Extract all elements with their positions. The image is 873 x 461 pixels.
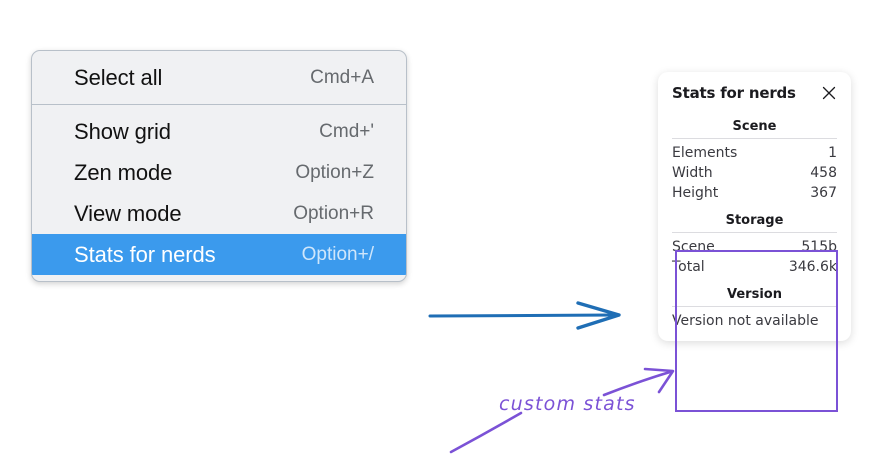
menu-item-select-all[interactable]: Select all Cmd+A: [32, 57, 406, 98]
section-heading: Version: [727, 287, 782, 302]
menu-item-show-grid[interactable]: Show grid Cmd+': [32, 111, 406, 152]
stat-row: Elements 1: [672, 143, 837, 163]
menu-item-shortcut: Option+/: [301, 243, 374, 265]
stat-row: Scene 515b: [672, 237, 837, 257]
stat-label: Scene: [672, 239, 715, 255]
stat-value: 367: [810, 185, 837, 201]
stat-label: Width: [672, 165, 713, 181]
purple-tail-stroke: [449, 411, 523, 454]
stat-label: Total: [672, 259, 705, 275]
stat-value: 458: [810, 165, 837, 181]
stats-for-nerds-panel: Stats for nerds Scene Elements 1 Width 4…: [658, 72, 851, 341]
stat-value: 346.6k: [788, 259, 837, 275]
stat-row: Width 458: [672, 163, 837, 183]
stats-panel-header: Stats for nerds: [672, 84, 837, 102]
stat-row: Height 367: [672, 183, 837, 203]
section-spacer: [672, 203, 837, 212]
stat-value: 515b: [801, 239, 837, 255]
menu-item-label: Show grid: [74, 118, 171, 144]
menu-item-zen-mode[interactable]: Zen mode Option+Z: [32, 152, 406, 193]
stats-section-scene: Scene Elements 1 Width 458 Height 367: [672, 118, 837, 203]
stat-row: Total 346.6k: [672, 257, 837, 277]
stat-label: Height: [672, 185, 719, 201]
menu-group-1: Select all Cmd+A: [32, 51, 406, 104]
menu-item-label: View mode: [74, 200, 182, 226]
purple-arrow-icon: [602, 367, 675, 397]
menu-item-shortcut: Option+Z: [295, 161, 374, 183]
menu-group-2: Show grid Cmd+' Zen mode Option+Z View m…: [32, 104, 406, 281]
stat-label: Elements: [672, 145, 738, 161]
menu-item-shortcut: Cmd+': [319, 120, 374, 142]
section-divider: [672, 306, 837, 307]
menu-item-label: Zen mode: [74, 159, 173, 185]
menu-item-label: Select all: [74, 64, 163, 90]
menu-item-shortcut: Cmd+A: [310, 66, 374, 88]
stats-section-storage: Storage Scene 515b Total 346.6k: [672, 212, 837, 277]
menu-item-stats-for-nerds[interactable]: Stats for nerds Option+/: [32, 234, 406, 275]
section-spacer: [672, 277, 837, 286]
menu-item-label: Stats for nerds: [74, 241, 216, 267]
menu-item-view-mode[interactable]: View mode Option+R: [32, 193, 406, 234]
menu-item-shortcut: Option+R: [293, 202, 374, 224]
section-divider: [672, 138, 837, 139]
section-divider: [672, 232, 837, 233]
annotation-label: custom stats: [499, 393, 636, 415]
stat-value: 1: [828, 145, 837, 161]
stats-panel-title: Stats for nerds: [672, 84, 796, 102]
section-heading: Storage: [725, 213, 784, 228]
blue-arrow-icon: [428, 301, 621, 330]
version-value: Version not available: [672, 313, 819, 329]
stats-section-version: Version Version not available: [672, 286, 837, 330]
context-menu: Select all Cmd+A Show grid Cmd+' Zen mod…: [31, 50, 407, 282]
close-icon[interactable]: [821, 85, 837, 101]
section-heading: Scene: [732, 119, 777, 134]
